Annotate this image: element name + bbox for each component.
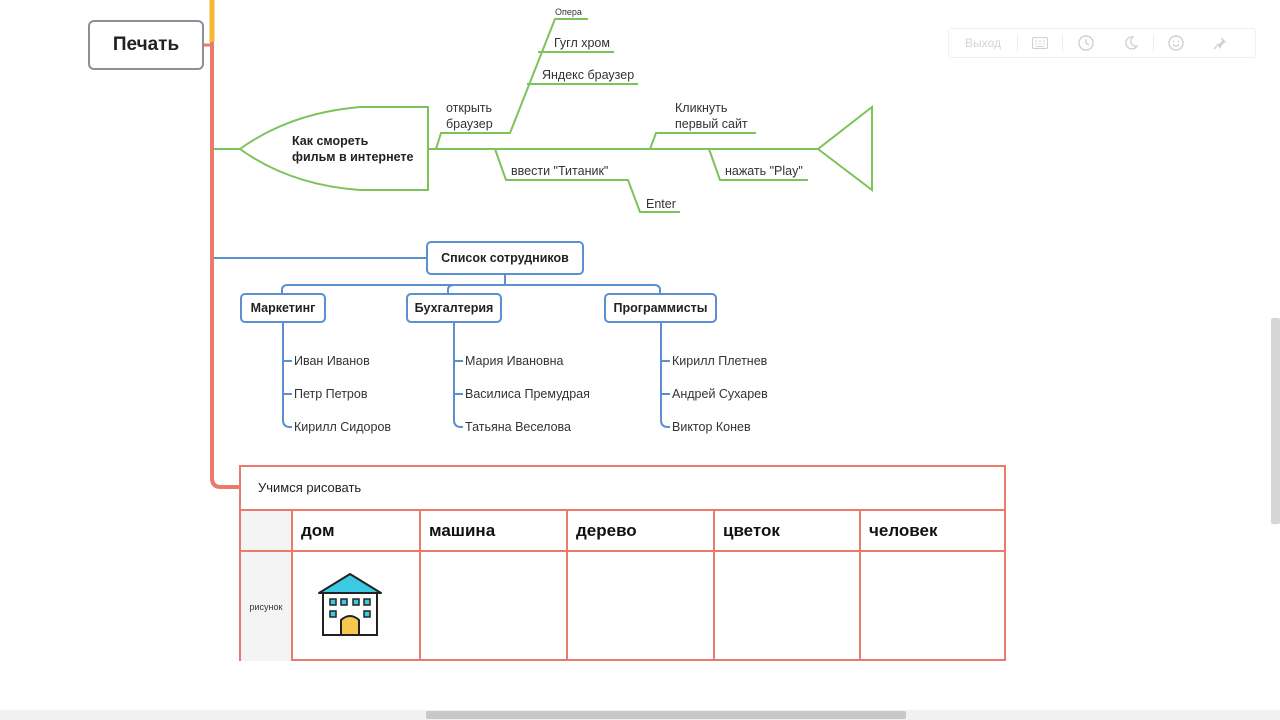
exit-button[interactable]: Выход bbox=[965, 36, 1001, 50]
row-label-cell[interactable]: рисунок bbox=[241, 550, 291, 661]
member-accounting-1[interactable]: Мария Ивановна bbox=[465, 354, 564, 368]
vertical-scrollbar-thumb[interactable] bbox=[1271, 318, 1280, 524]
table-title: Учимся рисовать bbox=[258, 480, 362, 495]
branch-click-first-line1: Кликнуть bbox=[675, 101, 728, 115]
cell-car[interactable] bbox=[419, 550, 566, 661]
top-toolbar: Выход bbox=[948, 28, 1256, 58]
branch-open-browser-line1: открыть bbox=[446, 101, 493, 115]
drawing-table[interactable]: Учимся рисовать дом машина дерево цветок… bbox=[239, 465, 1006, 661]
fishbone-head-label-line1: Как смореть bbox=[292, 134, 369, 148]
stem-programmers bbox=[660, 322, 670, 428]
toolbar-divider bbox=[1062, 34, 1063, 52]
column-header-tree[interactable]: дерево bbox=[566, 509, 713, 550]
dept-programmers[interactable]: Программисты bbox=[604, 293, 717, 323]
member-accounting-2[interactable]: Василиса Премудрая bbox=[465, 387, 590, 401]
clock-icon[interactable] bbox=[1063, 29, 1109, 57]
branch-chrome[interactable]: Гугл хром bbox=[554, 36, 610, 50]
smiley-icon[interactable] bbox=[1154, 29, 1198, 57]
branch-press-play[interactable]: нажать "Play" bbox=[725, 164, 803, 178]
branch-open-browser-line2: браузер bbox=[446, 117, 493, 131]
row-label: рисунок bbox=[249, 601, 283, 612]
toolbar-divider bbox=[1017, 34, 1018, 52]
table-corner-cell[interactable] bbox=[241, 509, 291, 550]
moon-icon[interactable] bbox=[1109, 29, 1153, 57]
fishbone-tail bbox=[816, 104, 873, 193]
fishbone-head[interactable] bbox=[238, 106, 429, 191]
bone-open-browser bbox=[435, 18, 588, 150]
member-marketing-3[interactable]: Кирилл Сидоров bbox=[294, 420, 392, 434]
org-dept-bar bbox=[281, 284, 661, 294]
branch-enter-titanic[interactable]: ввести "Титаник" bbox=[511, 164, 609, 178]
bone-enter-titanic bbox=[494, 148, 680, 213]
toolbar-divider bbox=[1153, 34, 1154, 52]
dept-accounting[interactable]: Бухгалтерия bbox=[406, 293, 502, 323]
branch-click-first[interactable]: Кликнуть первый сайт bbox=[675, 100, 765, 132]
fishbone-head-label[interactable]: Как смореть фильм в интернете bbox=[292, 133, 422, 165]
member-accounting-3[interactable]: Татьяна Веселова bbox=[465, 420, 571, 434]
house-icon bbox=[318, 573, 382, 636]
dept-marketing[interactable]: Маркетинг bbox=[240, 293, 326, 323]
column-header-flower[interactable]: цветок bbox=[713, 509, 859, 550]
stem-accounting bbox=[453, 322, 463, 428]
keyboard-icon[interactable] bbox=[1018, 29, 1062, 57]
bone-press-play bbox=[708, 148, 808, 181]
column-header-car[interactable]: машина bbox=[419, 509, 566, 550]
cell-flower[interactable] bbox=[713, 550, 859, 661]
pin-icon[interactable] bbox=[1198, 29, 1242, 57]
branch-enter[interactable]: Enter bbox=[646, 197, 676, 211]
horizontal-scrollbar-thumb[interactable] bbox=[426, 711, 906, 719]
member-marketing-1[interactable]: Иван Иванов bbox=[294, 354, 370, 368]
member-programmers-2[interactable]: Андрей Сухарев bbox=[672, 387, 768, 401]
cell-tree[interactable] bbox=[566, 550, 713, 661]
print-node[interactable]: Печать bbox=[88, 20, 204, 70]
branch-open-browser[interactable]: открыть браузер bbox=[446, 100, 516, 132]
org-root[interactable]: Список сотрудников bbox=[426, 241, 584, 275]
cell-house[interactable] bbox=[291, 550, 419, 661]
member-programmers-3[interactable]: Виктор Конев bbox=[672, 420, 751, 434]
branch-opera[interactable]: Опера bbox=[555, 7, 582, 17]
column-header-house[interactable]: дом bbox=[291, 509, 419, 550]
cell-person[interactable] bbox=[859, 550, 1004, 661]
branch-click-first-line2: первый сайт bbox=[675, 117, 748, 131]
stem-marketing bbox=[282, 322, 292, 428]
column-header-person[interactable]: человек bbox=[859, 509, 1004, 550]
branch-yandex[interactable]: Яндекс браузер bbox=[542, 68, 635, 82]
org-dept-bar-mid bbox=[447, 284, 455, 294]
trunk-line bbox=[210, 42, 240, 489]
fishbone-head-label-line2: фильм в интернете bbox=[292, 150, 414, 164]
bone-click-first bbox=[649, 132, 756, 150]
member-programmers-1[interactable]: Кирилл Плетнев bbox=[672, 354, 768, 368]
member-marketing-2[interactable]: Петр Петров bbox=[294, 387, 368, 401]
